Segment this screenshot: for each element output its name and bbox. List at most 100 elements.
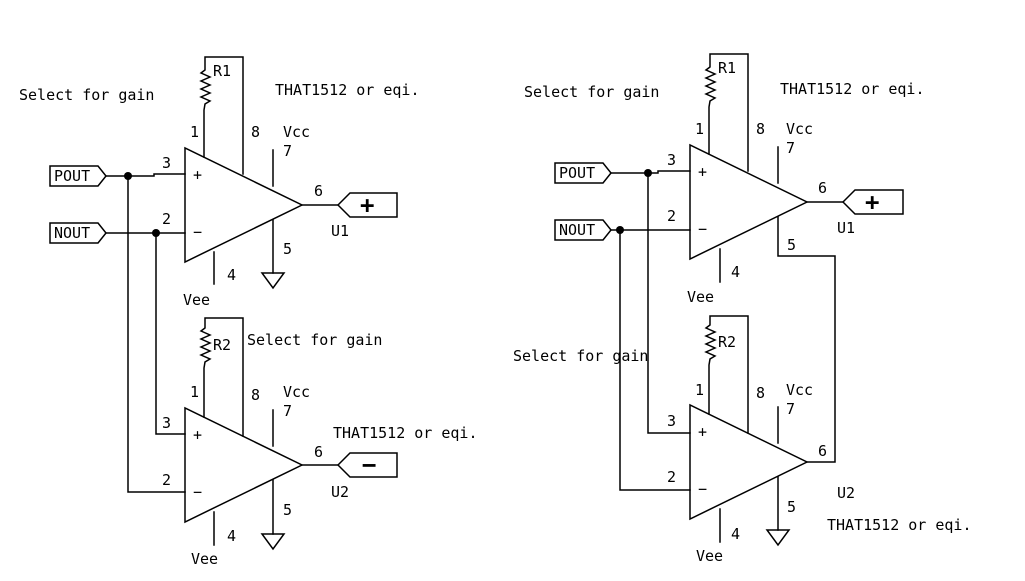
pin-label: 1 [695, 120, 704, 138]
wire-nout-to-u2-inv [619, 229, 691, 491]
part-note: THAT1512 or eqi. [780, 80, 925, 98]
part-note: THAT1512 or eqi. [827, 516, 972, 534]
pin-label: 5 [787, 498, 796, 516]
pin-label: 6 [818, 179, 827, 197]
inverting-symbol: − [698, 220, 707, 238]
port-label: NOUT [559, 221, 595, 239]
nout-port [49, 222, 107, 244]
resistor-label: R1 [213, 62, 231, 80]
pin-label: 6 [314, 443, 323, 461]
gain-resistor [199, 317, 244, 437]
vcc-label: Vcc [283, 383, 310, 401]
pin-label: 6 [818, 442, 827, 460]
output-port [336, 452, 398, 478]
pin-label: 4 [227, 266, 236, 284]
gain-note: Select for gain [524, 83, 659, 101]
right-u2-opamp: + − R2 1 8 Vcc 7 5 4 Vee 6 U2 3 2 [667, 315, 855, 565]
inverting-symbol: − [193, 223, 202, 241]
vee-label: Vee [696, 547, 723, 565]
junction-dot [616, 226, 624, 234]
nout-port [554, 219, 612, 241]
junction-dot [124, 172, 132, 180]
inverting-symbol: − [193, 483, 202, 501]
gain-note: Select for gain [19, 86, 154, 104]
port-symbol: − [362, 451, 376, 479]
port-label: POUT [559, 164, 595, 182]
pout-port [554, 162, 612, 184]
left-u2-opamp: + − R2 1 8 Vcc 7 5 4 Vee − 6 U2 3 2 [162, 317, 398, 568]
wire-pout [105, 173, 186, 177]
left-circuit: + − R1 1 8 Vcc 7 5 4 Vee + 6 U1 [19, 56, 478, 568]
vee-label: Vee [687, 288, 714, 306]
part-note: THAT1512 or eqi. [275, 81, 420, 99]
pin-label: 3 [667, 151, 676, 169]
wire-nout-to-u2-noninv [155, 232, 186, 435]
part-ref: U2 [331, 483, 349, 501]
part-note: THAT1512 or eqi. [333, 424, 478, 442]
ground-symbol [765, 529, 791, 547]
resistor-label: R1 [718, 59, 736, 77]
port-label: POUT [54, 167, 90, 185]
pin-label: 3 [162, 154, 171, 172]
pin-label: 2 [162, 471, 171, 489]
gain-resistor [199, 56, 244, 175]
ground-symbol [260, 533, 286, 551]
noninverting-symbol: + [698, 163, 707, 181]
pin-label: 3 [162, 414, 171, 432]
right-u1-opamp: + − R1 1 8 Vcc 7 4 Vee + 6 U1 3 2 5 [667, 53, 904, 463]
noninverting-symbol: + [698, 423, 707, 441]
pin-label: 1 [190, 383, 199, 401]
noninverting-symbol: + [193, 426, 202, 444]
part-ref: U1 [837, 219, 855, 237]
gain-note: Select for gain [513, 347, 648, 365]
pin-label: 1 [695, 381, 704, 399]
opamp-triangle [689, 143, 809, 261]
resistor-label: R2 [718, 333, 736, 351]
ground-symbol [260, 272, 286, 290]
part-ref: U1 [331, 222, 349, 240]
pin-label: 7 [283, 402, 292, 420]
pin-label: 8 [251, 123, 260, 141]
port-label: NOUT [54, 224, 90, 242]
pin-label: 5 [283, 501, 292, 519]
pin-label: 6 [314, 182, 323, 200]
pin-label: 7 [786, 139, 795, 157]
wire-pout-to-u2-inv [127, 175, 186, 493]
pin-label: 4 [731, 525, 740, 543]
wire-pin5-to-u2-out [777, 216, 836, 463]
vcc-label: Vcc [786, 381, 813, 399]
vcc-label: Vcc [283, 123, 310, 141]
gain-resistor [704, 315, 749, 434]
right-circuit: + − R1 1 8 Vcc 7 4 Vee + 6 U1 3 2 5 + [513, 53, 972, 565]
inverting-symbol: − [698, 480, 707, 498]
junction-dot [644, 169, 652, 177]
resistor-label: R2 [213, 336, 231, 354]
junction-dot [152, 229, 160, 237]
output-port [841, 189, 904, 215]
wire-pout-to-u2-noninv [647, 172, 691, 434]
pin-label: 5 [787, 236, 796, 254]
gain-note: Select for gain [247, 331, 382, 349]
pin-label: 2 [162, 210, 171, 228]
pin-label: 7 [283, 142, 292, 160]
noninverting-symbol: + [193, 166, 202, 184]
pin-label: 2 [667, 207, 676, 225]
pin-label: 4 [227, 527, 236, 545]
pin-label: 3 [667, 412, 676, 430]
vee-label: Vee [191, 550, 218, 568]
port-symbol: + [360, 191, 374, 219]
port-symbol: + [865, 188, 879, 216]
pin-label: 8 [756, 384, 765, 402]
opamp-triangle [184, 146, 304, 264]
vcc-label: Vcc [786, 120, 813, 138]
gain-resistor [704, 53, 749, 172]
output-port [336, 192, 398, 218]
pin-label: 2 [667, 468, 676, 486]
pin-label: 4 [731, 263, 740, 281]
part-ref: U2 [837, 484, 855, 502]
pin-label: 8 [756, 120, 765, 138]
pin-label: 1 [190, 123, 199, 141]
pout-port [49, 165, 107, 187]
vee-label: Vee [183, 291, 210, 309]
